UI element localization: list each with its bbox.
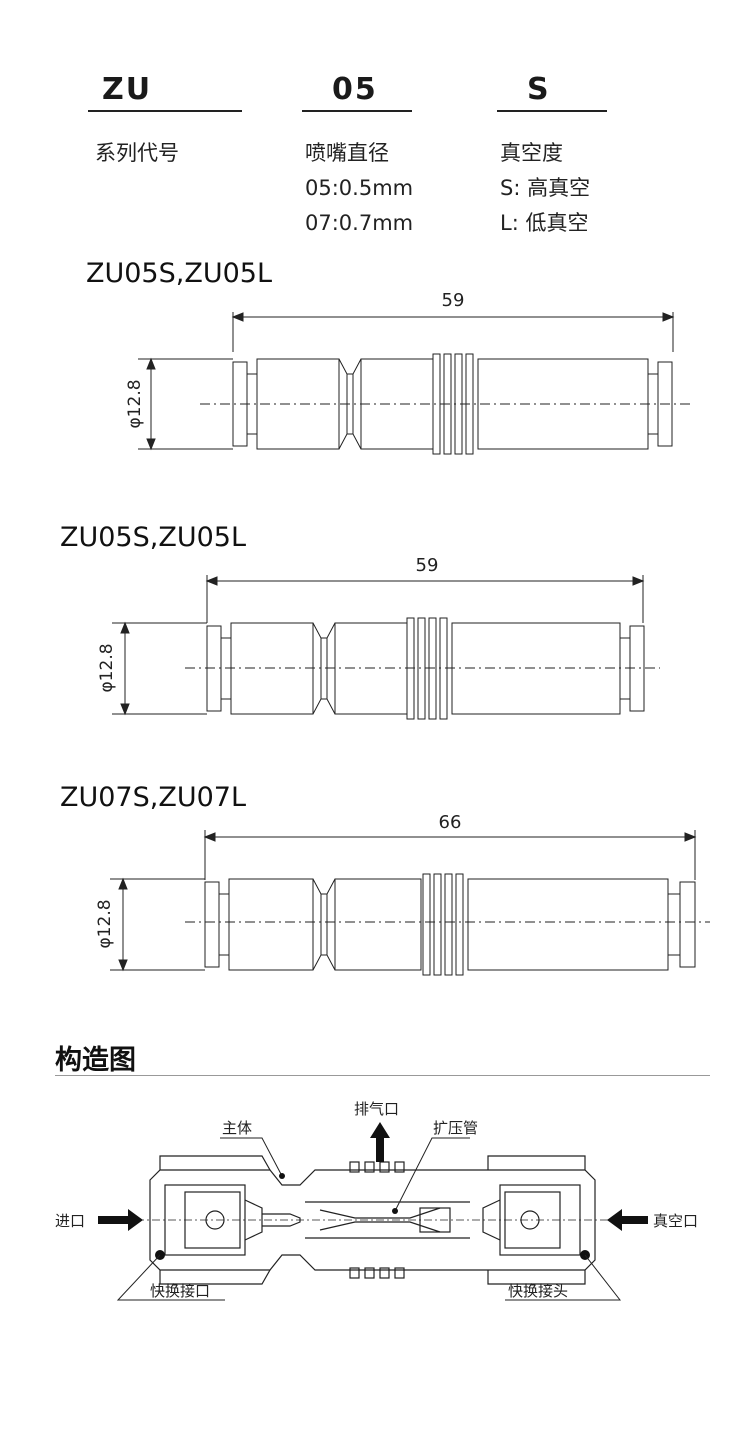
label-exhaust: 排气口 <box>354 1100 399 1118</box>
nozzle-desc-title: 喷嘴直径 <box>305 141 389 165</box>
drawing-3: 66 φ12.8 <box>95 812 710 976</box>
drawing-1-length: 59 <box>442 290 465 311</box>
label-vacuum-port: 真空口 <box>653 1212 698 1230</box>
drawing-2: 59 φ12.8 <box>97 555 660 720</box>
series-code: ZU <box>102 72 153 107</box>
series-underline <box>88 110 242 112</box>
structure-diagram: 主体 排气口 扩压管 进口 真空口 快换接口 快换接头 <box>55 1100 698 1301</box>
vacuum-desc-title: 真空度 <box>500 141 563 165</box>
series-desc-line: 系列代号 <box>95 141 179 165</box>
label-diffuser: 扩压管 <box>433 1119 478 1137</box>
vacuum-desc-s: S: 高真空 <box>500 176 591 200</box>
drawing-2-diameter: φ12.8 <box>97 643 117 692</box>
label-inlet: 进口 <box>55 1212 85 1230</box>
structure-title-rule <box>55 1075 710 1076</box>
label-quick-head: 快换接头 <box>508 1282 568 1300</box>
drawing-3-model: ZU07S,ZU07L <box>60 782 246 813</box>
drawing-2-model: ZU05S,ZU05L <box>60 522 246 553</box>
nozzle-underline <box>302 110 412 112</box>
vacuum-desc-l: L: 低真空 <box>500 211 589 235</box>
vacuum-code: S <box>527 72 551 107</box>
vacuum-desc: 真空度 S: 高真空 L: 低真空 <box>500 136 590 241</box>
drawing-2-length: 59 <box>416 555 439 576</box>
drawing-1: 59 φ12.8 <box>125 290 690 455</box>
series-desc: 系列代号 <box>95 136 179 171</box>
label-quick-port: 快换接口 <box>150 1282 210 1300</box>
drawing-3-diameter: φ12.8 <box>95 899 115 948</box>
nozzle-desc-05: 05:0.5mm <box>305 176 414 200</box>
vacuum-underline <box>497 110 607 112</box>
drawing-1-model: ZU05S,ZU05L <box>86 258 272 289</box>
nozzle-desc: 喷嘴直径 05:0.5mm 07:0.7mm <box>305 136 413 241</box>
drawing-1-diameter: φ12.8 <box>125 379 145 428</box>
label-body: 主体 <box>222 1119 252 1137</box>
nozzle-code: 05 <box>332 72 378 107</box>
nozzle-desc-07: 07:0.7mm <box>305 211 414 235</box>
drawing-3-length: 66 <box>439 812 462 833</box>
structure-title: 构造图 <box>55 1045 136 1076</box>
